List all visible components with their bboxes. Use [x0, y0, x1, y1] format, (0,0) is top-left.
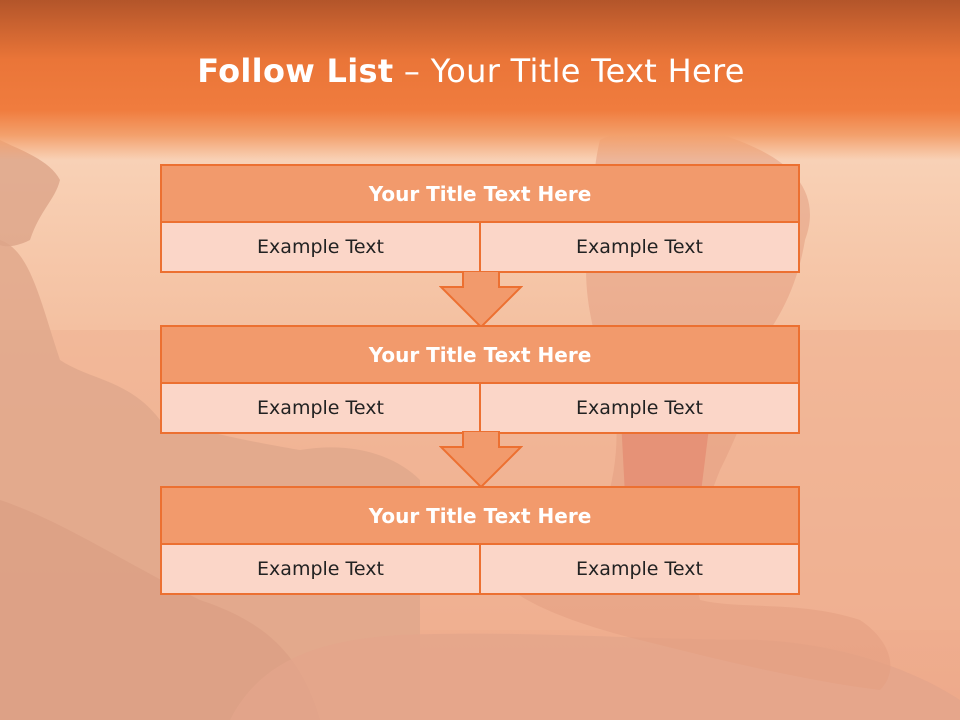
step-row: Example Text Example Text [162, 223, 798, 271]
step-cell-left: Example Text [162, 545, 479, 593]
title-rest: – Your Title Text Here [393, 52, 745, 90]
step-cell-right: Example Text [479, 384, 798, 432]
header-band [0, 0, 960, 160]
step-title: Your Title Text Here [162, 488, 798, 545]
step-cell-left: Example Text [162, 384, 479, 432]
step-row: Example Text Example Text [162, 545, 798, 593]
step-box-3: Your Title Text Here Example Text Exampl… [160, 486, 800, 595]
step-box-1: Your Title Text Here Example Text Exampl… [160, 164, 800, 273]
down-arrow-icon [439, 271, 523, 329]
down-arrow-icon [439, 431, 523, 489]
step-row: Example Text Example Text [162, 384, 798, 432]
title-bold: Follow List [197, 52, 394, 90]
step-cell-right: Example Text [479, 223, 798, 271]
step-title: Your Title Text Here [162, 166, 798, 223]
step-cell-left: Example Text [162, 223, 479, 271]
step-title: Your Title Text Here [162, 327, 798, 384]
step-cell-right: Example Text [479, 545, 798, 593]
page-title: Follow List – Your Title Text Here [0, 52, 942, 90]
step-box-2: Your Title Text Here Example Text Exampl… [160, 325, 800, 434]
